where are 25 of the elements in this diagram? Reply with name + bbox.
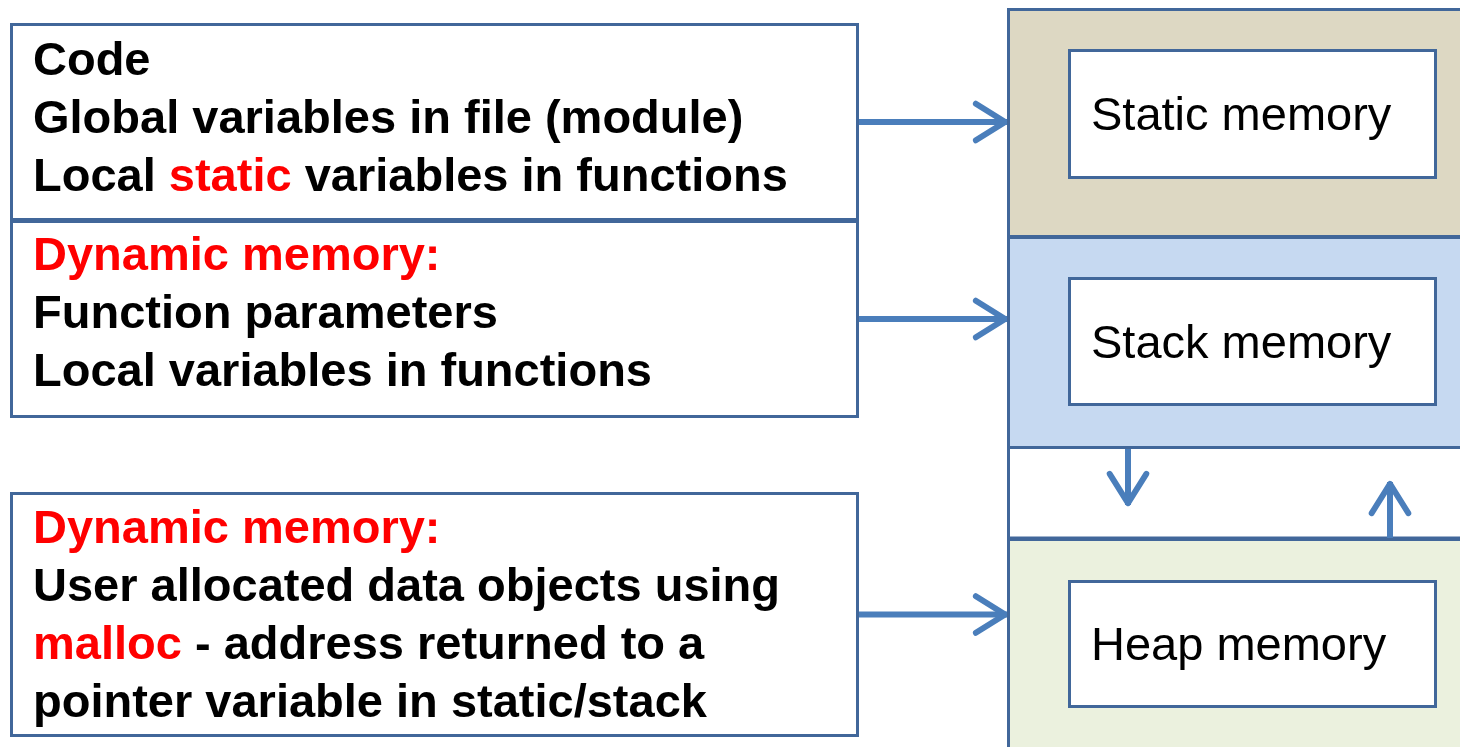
memory-region bbox=[1007, 538, 1460, 747]
box-text: User allocated data objects using malloc - address returned to a pointer variable in static/stack bbox=[33, 557, 781, 729]
text-box bbox=[10, 23, 859, 221]
box-text: Local static variables in functions bbox=[33, 147, 789, 203]
heading: Dynamic memory: bbox=[33, 499, 442, 555]
box-text: Function parameters bbox=[33, 284, 499, 340]
text-box bbox=[10, 220, 859, 418]
memory-box bbox=[1068, 277, 1437, 406]
memory-box bbox=[1068, 49, 1437, 179]
memory-box bbox=[1068, 580, 1437, 708]
text-box bbox=[10, 492, 859, 737]
arrow bbox=[1368, 480, 1412, 538]
box-text: Code bbox=[33, 31, 152, 87]
box-text: Global variables in file (module) bbox=[33, 89, 745, 145]
memory-region bbox=[1007, 8, 1460, 238]
arrow bbox=[859, 297, 1009, 341]
arrow bbox=[859, 100, 1009, 144]
box-text: Stack memory bbox=[1091, 315, 1393, 368]
box-text: Heap memory bbox=[1091, 618, 1388, 670]
box-text: Local variables in functions bbox=[33, 342, 653, 398]
arrow bbox=[859, 593, 1009, 636]
box-text: Static memory bbox=[1091, 88, 1393, 140]
arrow bbox=[1106, 449, 1150, 507]
heading: Dynamic memory: bbox=[33, 226, 442, 282]
memory-region bbox=[1007, 236, 1460, 449]
